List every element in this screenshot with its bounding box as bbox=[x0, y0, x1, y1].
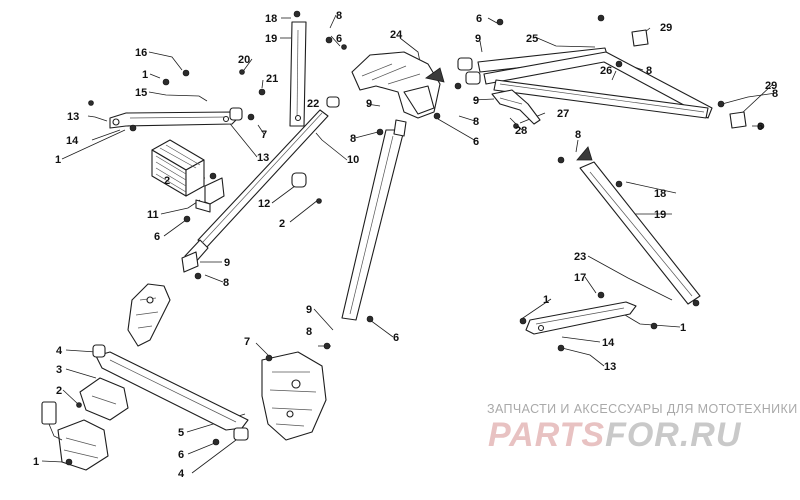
callout-24: 24 bbox=[390, 29, 403, 41]
electrical-component bbox=[41, 401, 109, 471]
callout-1-a: 1 bbox=[142, 69, 148, 81]
voltage-regulator bbox=[151, 139, 205, 197]
tube-bushings bbox=[457, 29, 747, 129]
callout-2-c: 2 bbox=[56, 385, 62, 397]
callout-5: 5 bbox=[178, 427, 184, 439]
callout-29-top: 29 bbox=[660, 22, 672, 34]
upper-left-brace-bracket bbox=[109, 111, 239, 129]
callout-20: 20 bbox=[238, 54, 250, 66]
callout-6-b: 6 bbox=[336, 33, 342, 45]
callout-21: 21 bbox=[266, 73, 278, 85]
callout-numbers: 18 8 6 29 24 9 25 19 6 16 20 1 21 15 8 2… bbox=[33, 10, 778, 480]
callout-16: 16 bbox=[135, 47, 147, 59]
callout-18-b: 18 bbox=[654, 188, 666, 200]
steering-head-bracket bbox=[351, 51, 445, 119]
callout-8-g: 8 bbox=[223, 277, 229, 289]
callout-7-a: 7 bbox=[261, 129, 267, 141]
callout-6-c: 6 bbox=[757, 121, 763, 133]
callout-13-b: 13 bbox=[257, 152, 269, 164]
callout-9-a: 9 bbox=[475, 33, 481, 45]
callout-14-a: 14 bbox=[66, 135, 79, 147]
callout-29-b: 29 bbox=[765, 80, 777, 92]
fasteners bbox=[65, 10, 765, 466]
callout-6-f: 6 bbox=[393, 332, 399, 344]
callout-19-b: 19 bbox=[654, 209, 666, 221]
lower-mount-bracket bbox=[79, 377, 129, 421]
callout-4-a: 4 bbox=[56, 345, 63, 357]
callout-23: 23 bbox=[574, 251, 586, 263]
callout-22: 22 bbox=[307, 98, 319, 110]
callout-13-c: 13 bbox=[604, 361, 616, 373]
right-support-arm bbox=[576, 146, 701, 305]
callout-6-top: 6 bbox=[476, 13, 482, 25]
cable-clamp bbox=[491, 89, 541, 125]
callout-1-d: 1 bbox=[680, 322, 686, 334]
callout-6-g: 6 bbox=[178, 449, 184, 461]
callout-6-e: 6 bbox=[154, 231, 160, 243]
callout-2-a: 2 bbox=[164, 175, 170, 187]
callout-26: 26 bbox=[600, 65, 612, 77]
callout-9-e: 9 bbox=[306, 304, 312, 316]
callout-14-b: 14 bbox=[602, 337, 615, 349]
callout-9-b: 9 bbox=[366, 98, 372, 110]
right-brace-bracket bbox=[525, 301, 637, 335]
left-mount-casting bbox=[127, 283, 171, 347]
callout-3: 3 bbox=[56, 364, 62, 376]
callout-8-b: 8 bbox=[646, 65, 652, 77]
regulator-bracket bbox=[195, 177, 225, 213]
callout-19-top: 19 bbox=[265, 33, 277, 45]
callout-25: 25 bbox=[526, 33, 538, 45]
watermark-logo-left: PARTS bbox=[488, 416, 606, 454]
callout-17: 17 bbox=[574, 272, 586, 284]
watermark-logo: PARTSFOR.RU bbox=[488, 416, 788, 455]
callout-9-c: 9 bbox=[473, 95, 479, 107]
left-tube-end-bracket bbox=[181, 251, 199, 273]
callout-8-top: 8 bbox=[336, 10, 342, 22]
callout-18-top: 18 bbox=[265, 13, 277, 25]
callout-13-a: 13 bbox=[67, 111, 79, 123]
callout-9-d: 9 bbox=[224, 257, 230, 269]
callout-28: 28 bbox=[515, 125, 527, 137]
callout-8-c: 8 bbox=[772, 88, 778, 100]
callout-4-b: 4 bbox=[178, 468, 185, 480]
center-brace-tube bbox=[341, 119, 407, 321]
callout-6-d: 6 bbox=[473, 136, 479, 148]
callout-12: 12 bbox=[258, 198, 270, 210]
callout-15: 15 bbox=[135, 87, 147, 99]
right-mount-casting bbox=[261, 351, 327, 441]
callout-1-b: 1 bbox=[55, 154, 61, 166]
callout-8-d: 8 bbox=[473, 116, 479, 128]
upper-cross-tubes bbox=[477, 47, 713, 119]
watermark-logo-right: FOR.RU bbox=[605, 416, 742, 454]
callout-1-c: 1 bbox=[543, 294, 549, 306]
callout-2-b: 2 bbox=[279, 218, 285, 230]
callout-11: 11 bbox=[147, 209, 159, 221]
callout-8-e: 8 bbox=[350, 133, 356, 145]
watermark-caption: ЗАПЧАСТИ И АКСЕССУАРЫ ДЛЯ МОТОТЕХНИКИ bbox=[487, 402, 798, 416]
callout-8-h: 8 bbox=[306, 326, 312, 338]
callout-8-f: 8 bbox=[575, 129, 581, 141]
upper-support-arm bbox=[289, 21, 307, 127]
callout-27: 27 bbox=[557, 108, 569, 120]
callout-10: 10 bbox=[347, 154, 359, 166]
callout-7-b: 7 bbox=[244, 336, 250, 348]
callout-1-e: 1 bbox=[33, 456, 39, 468]
